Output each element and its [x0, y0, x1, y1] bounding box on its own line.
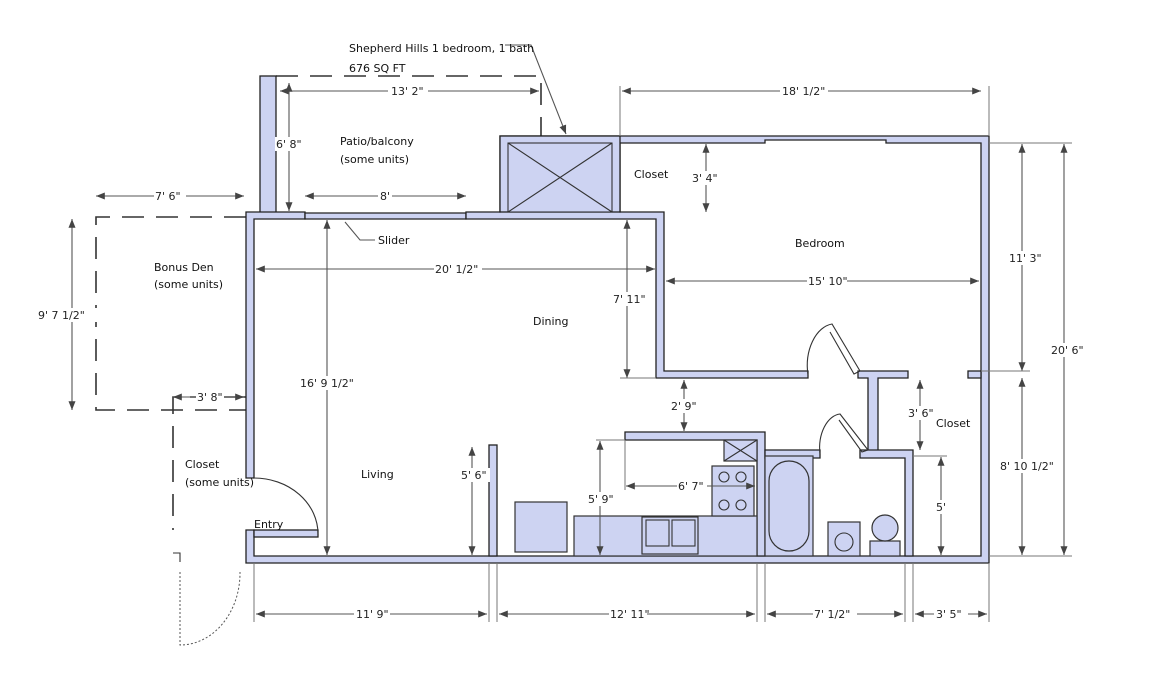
stove [711, 465, 755, 517]
label-bonus-den: Bonus Den [154, 261, 214, 274]
walls [245, 75, 990, 564]
label-closet-left: Closet [185, 458, 220, 471]
dim-bath-depth: 5' [936, 501, 946, 514]
sink [641, 516, 699, 555]
dim-main-depth: 16' 9 1/2" [300, 377, 354, 390]
label-patio-note: (some units) [340, 153, 409, 166]
dimension-labels: 13' 2" 6' 8" 8' 7' 6" 9' 7 1/2" 3' 8" 20… [37, 84, 1084, 621]
washer [827, 521, 861, 557]
dim-bottom-bath: 7' 1/2" [814, 608, 850, 621]
label-dining: Dining [533, 315, 569, 328]
label-bonus-note: (some units) [154, 278, 223, 291]
dim-closet-width: 3' 8" [197, 391, 223, 404]
label-entry: Entry [254, 518, 284, 531]
dim-hall: 2' 9" [671, 400, 697, 413]
dim-bedroom-depth: 11' 3" [1009, 252, 1042, 265]
label-closet-left-note: (some units) [185, 476, 254, 489]
slider-door [304, 212, 467, 220]
dim-kitchen-depth: 5' 9" [588, 493, 614, 506]
dim-kitchen-width: 6' 7" [678, 480, 704, 493]
dim-patio-depth: 6' 8" [276, 138, 302, 151]
dim-patio-width: 13' 2" [391, 85, 424, 98]
dim-bedroom-total: 18' 1/2" [782, 85, 825, 98]
dim-dining-depth: 7' 11" [613, 293, 646, 306]
fridge [514, 501, 568, 553]
dim-bottom-living: 11' 9" [356, 608, 389, 621]
dim-total-depth: 20' 6" [1051, 344, 1084, 357]
label-closet-top: Closet [634, 168, 669, 181]
label-patio: Patio/balcony [340, 135, 414, 148]
dim-bedroom-width: 15' 10" [808, 275, 848, 288]
label-living: Living [361, 468, 394, 481]
plan-title: Shepherd Hills 1 bedroom, 1 bath [349, 42, 534, 55]
dim-bottom-kitchen: 12' 11" [610, 608, 650, 621]
toilet [869, 540, 901, 557]
plan-area: 676 SQ FT [349, 62, 406, 75]
dim-main-width: 20' 1/2" [435, 263, 478, 276]
dim-right-lower: 8' 10 1/2" [1000, 460, 1054, 473]
label-slider: Slider [378, 234, 410, 247]
dim-closet-right: 3' 6" [908, 407, 934, 420]
label-closet-right: Closet [936, 417, 971, 430]
dim-divider: 5' 6" [461, 469, 487, 482]
dim-slider: 8' [380, 190, 390, 203]
dim-den-width: 7' 6" [155, 190, 181, 203]
label-bedroom: Bedroom [795, 237, 845, 250]
fixtures [514, 439, 901, 557]
dimension-lines [68, 44, 1072, 622]
dim-den-depth: 9' 7 1/2" [38, 309, 85, 322]
dim-bottom-closet: 3' 5" [936, 608, 962, 621]
dim-top-closet: 3' 4" [692, 172, 718, 185]
